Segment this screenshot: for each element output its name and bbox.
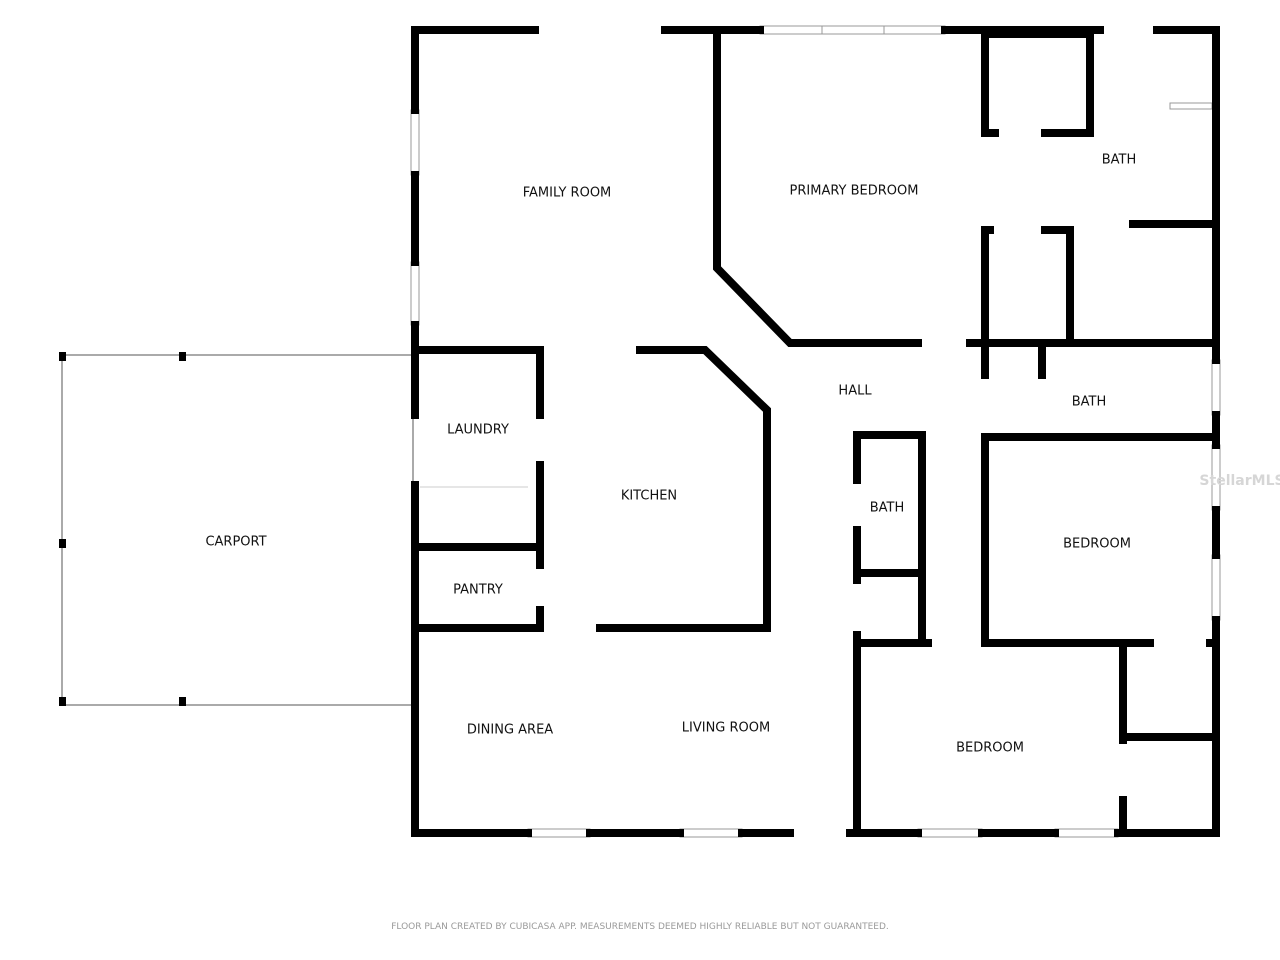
room-label-living-room: LIVING ROOM (681, 720, 771, 736)
room-label-kitchen: KITCHEN (620, 488, 678, 504)
room-label-pantry: PANTRY (453, 582, 503, 598)
footer-disclaimer: FLOOR PLAN CREATED BY CUBICASA APP. MEAS… (391, 922, 889, 932)
carport-outline (61, 354, 414, 706)
carport-posts (59, 352, 186, 706)
room-label-primary-bedroom: PRIMARY BEDROOM (789, 183, 919, 199)
room-label-carport: CARPORT (205, 534, 267, 550)
walls (411, 26, 1220, 837)
room-label-family-room: FAMILY ROOM (522, 185, 612, 201)
room-label-bath-2: BATH (1071, 394, 1107, 410)
room-label-hall: HALL (838, 383, 872, 399)
room-label-bedroom-1: BEDROOM (1063, 536, 1131, 552)
watermark: StellarMLS (1199, 473, 1280, 489)
room-label-bedroom-2: BEDROOM (956, 740, 1024, 756)
windows (410, 25, 1221, 838)
room-label-hall-bath: BATH (869, 500, 905, 516)
room-label-laundry: LAUNDRY (447, 422, 509, 438)
room-label-dining-area: DINING AREA (466, 722, 554, 738)
room-label-primary-bath: BATH (1101, 152, 1137, 168)
